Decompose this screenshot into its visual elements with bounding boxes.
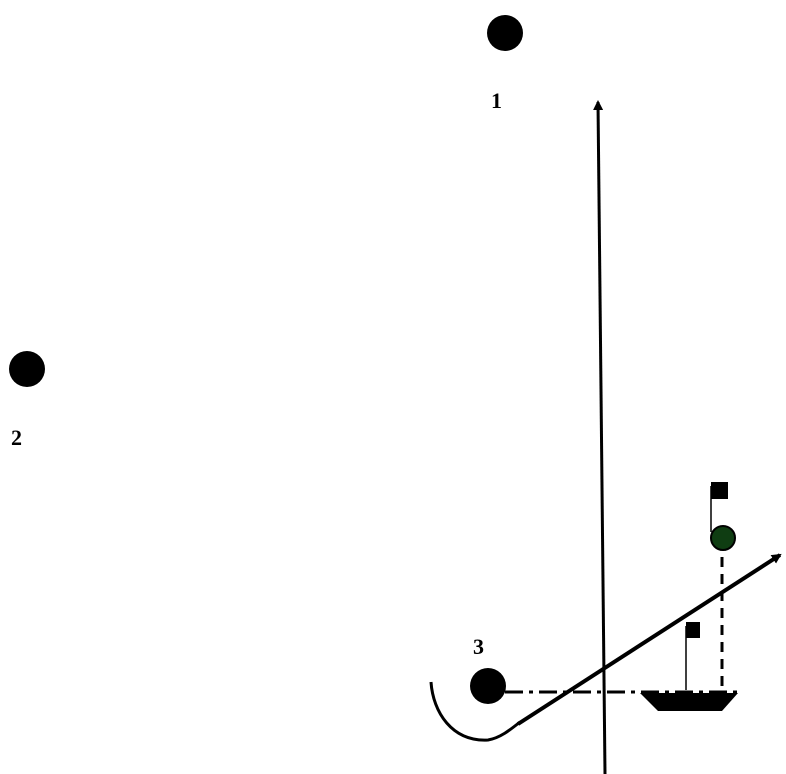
point-2: 2 (9, 351, 45, 450)
target-marker (710, 482, 736, 551)
diagonal-axis (429, 553, 782, 742)
target-dot (710, 525, 736, 551)
point-2-label: 2 (11, 425, 22, 450)
point-1-dot (487, 15, 523, 51)
boat-icon (640, 693, 738, 711)
flag-icon (685, 622, 700, 690)
point-3-dot (470, 668, 506, 704)
vertical-axis (593, 100, 607, 774)
point-3: 3 (470, 634, 506, 704)
point-1-label: 1 (491, 88, 502, 113)
target-flag-icon (711, 482, 728, 499)
point-1: 1 (487, 15, 523, 113)
point-3-label: 3 (473, 634, 484, 659)
point-2-dot (9, 351, 45, 387)
